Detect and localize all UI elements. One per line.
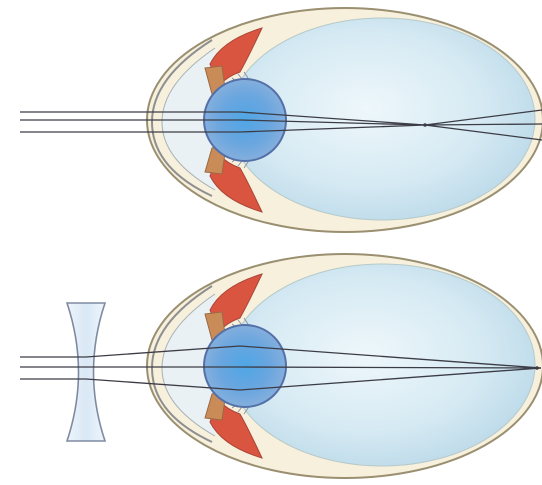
- panel-uncorrected-eye: [20, 8, 542, 232]
- focal-point-on-retina: [535, 366, 539, 370]
- crystalline-lens: [204, 325, 286, 407]
- panel-corrected-eye: [20, 254, 542, 478]
- focal-point-before-retina: [423, 123, 427, 127]
- concave-corrective-lens: [67, 303, 105, 441]
